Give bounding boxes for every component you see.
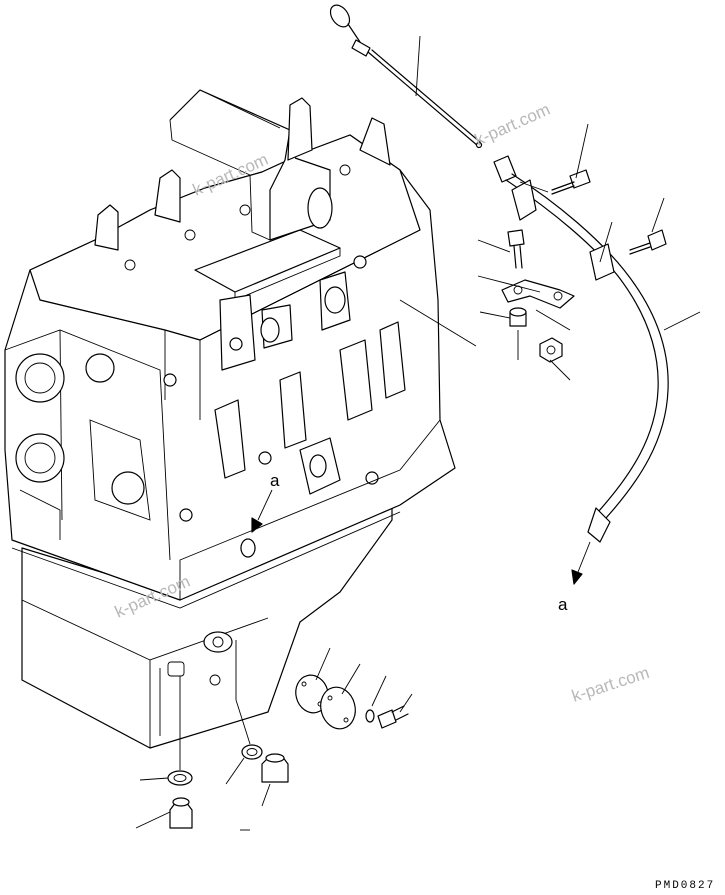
- washer-1: [167, 770, 193, 786]
- leader-lines: [135, 35, 701, 831]
- watermark-4: k-part.com: [569, 663, 651, 706]
- gauge-guide-tube: [493, 155, 669, 543]
- bolt-3: [507, 229, 525, 247]
- ref-a-label-lower: a: [558, 595, 568, 614]
- nut: [539, 337, 563, 363]
- engine-block: [4, 89, 456, 749]
- washer-2: [241, 744, 263, 760]
- hardware-parts: [167, 169, 667, 829]
- bolt-1: [569, 169, 591, 189]
- bolt-2: [647, 229, 667, 251]
- ref-a-label-upper: a: [270, 471, 280, 490]
- watermark-1: k-part.com: [472, 100, 553, 150]
- intake-elbow: [169, 89, 331, 241]
- drawing-code: PMD0827: [655, 880, 715, 892]
- bracket: [501, 279, 575, 309]
- oil-level-gauge: [329, 4, 483, 149]
